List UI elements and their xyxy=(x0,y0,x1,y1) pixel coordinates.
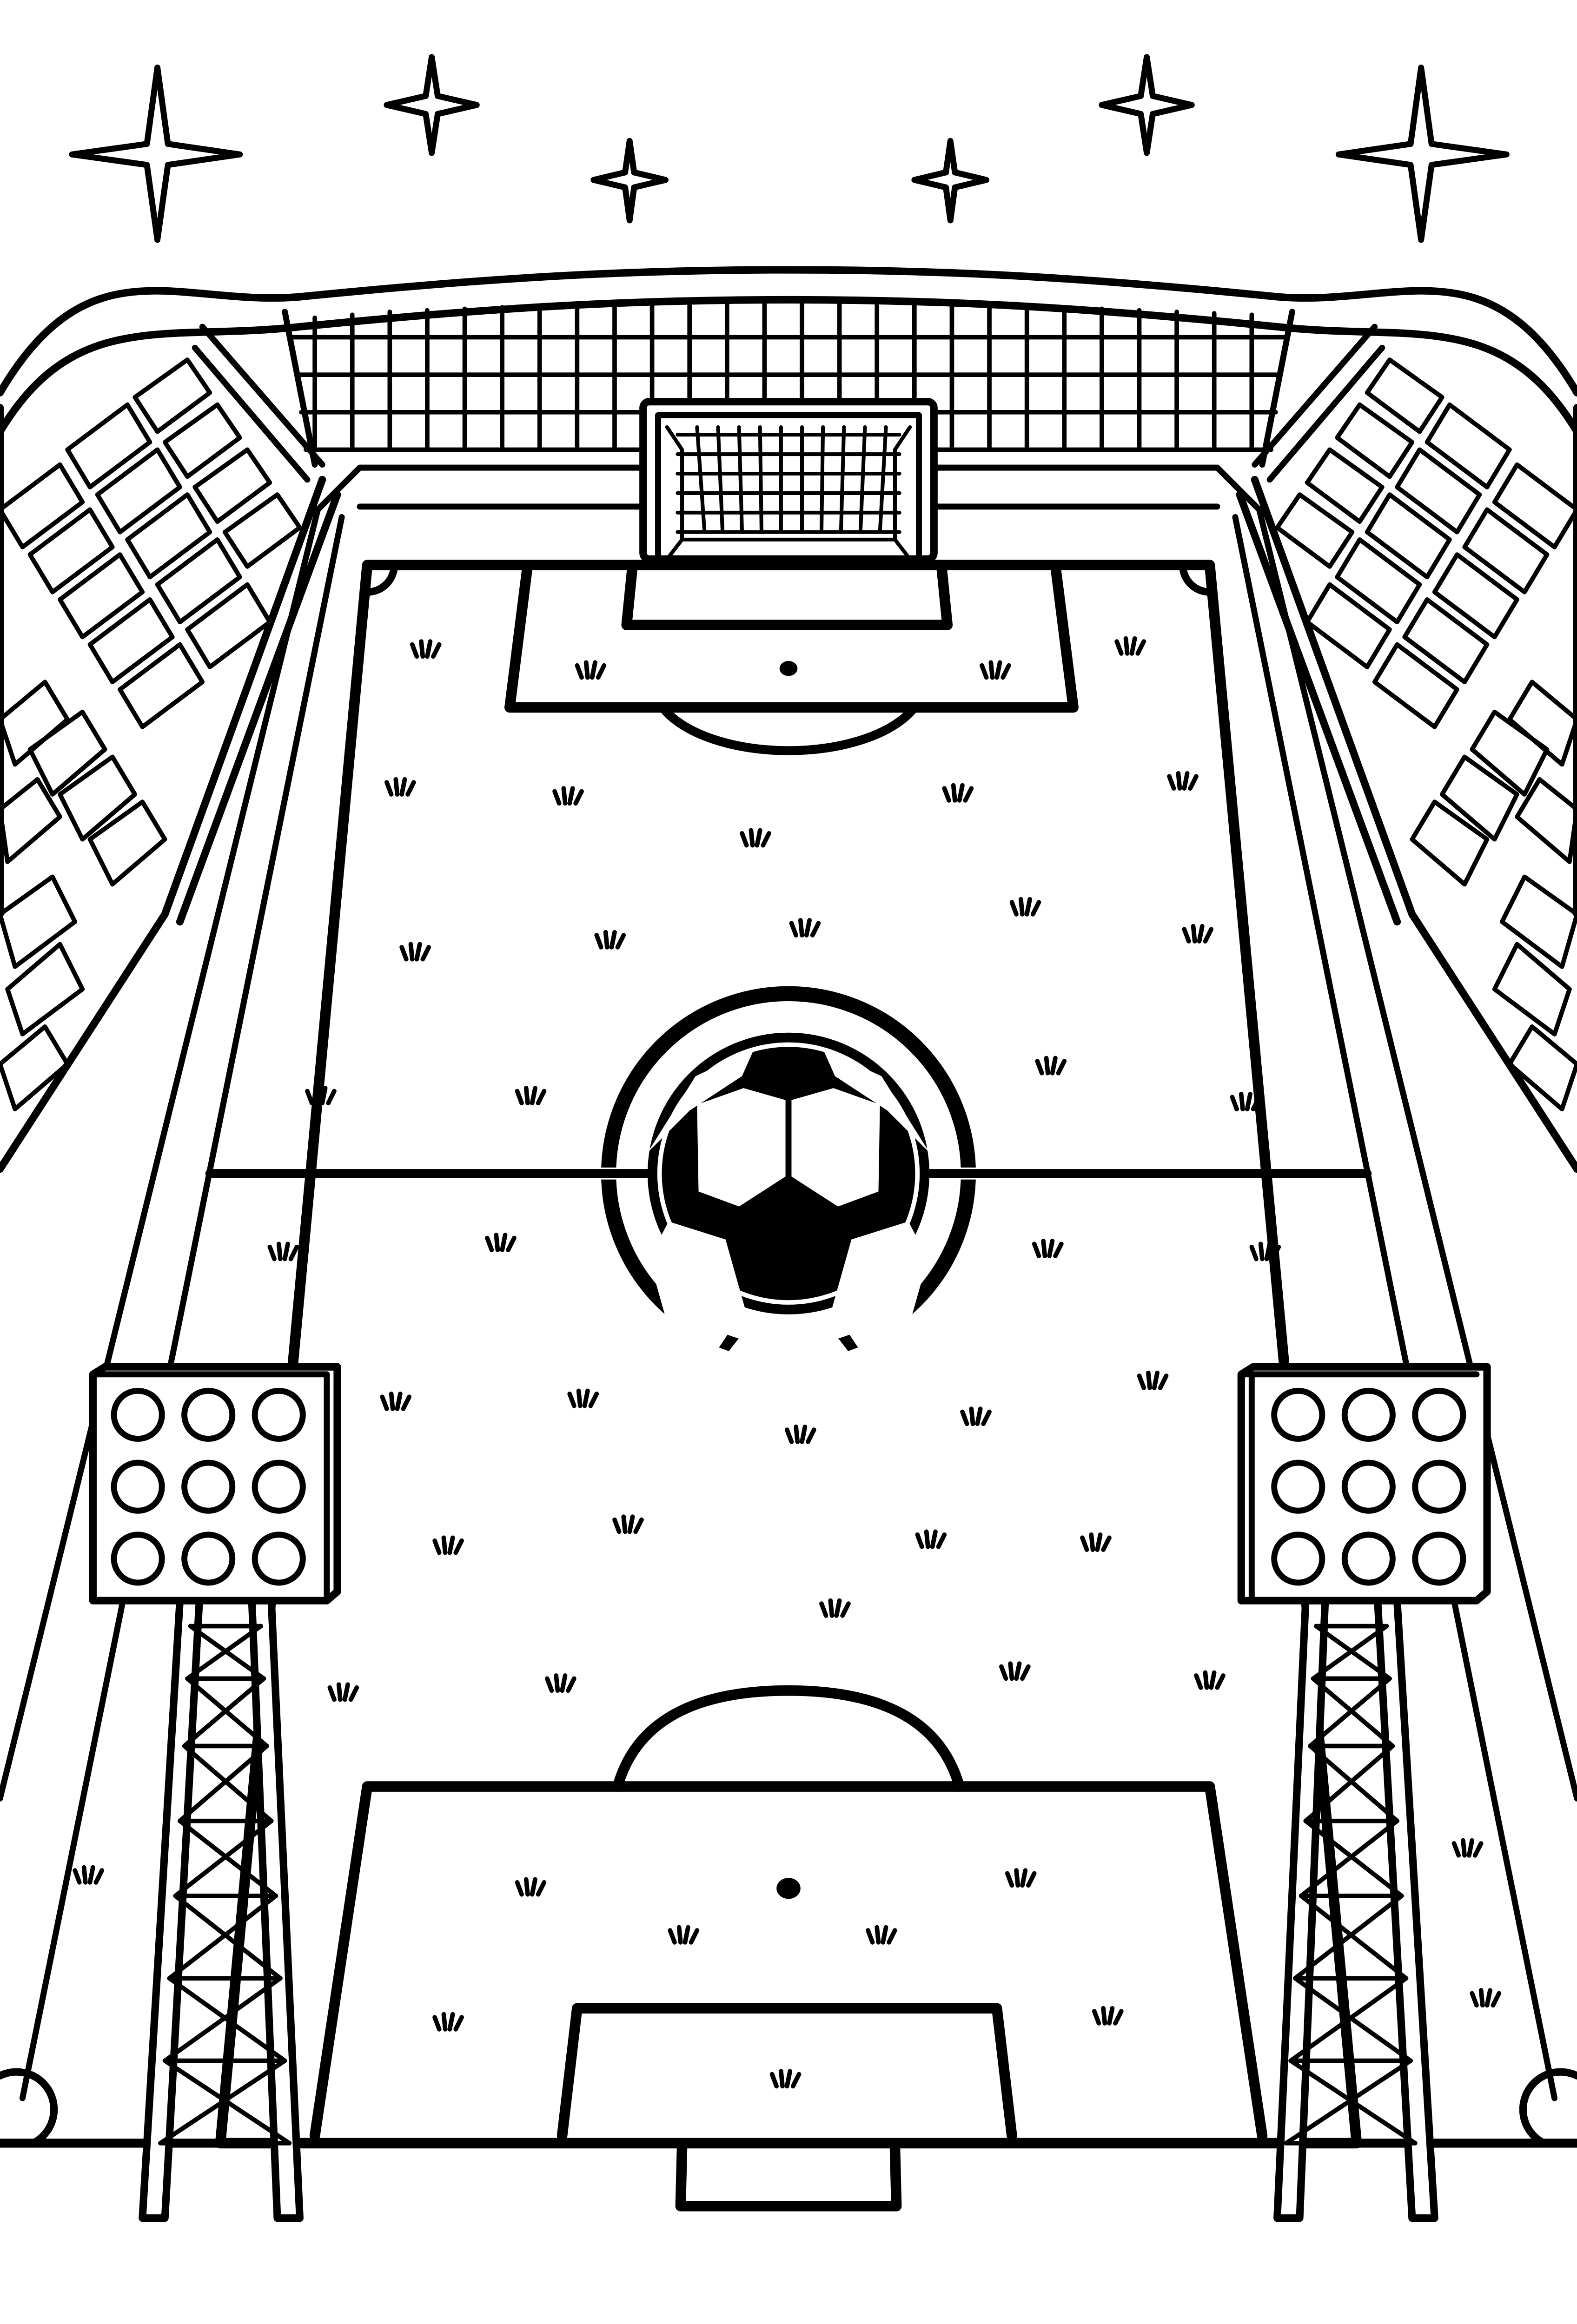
lamp-icon xyxy=(111,1387,165,1442)
lamp-icon xyxy=(252,1459,306,1514)
lamp-icon xyxy=(1412,1387,1466,1442)
grass-tufts xyxy=(73,636,1502,2089)
pitch-barrier xyxy=(0,464,1577,2101)
lamp-icon xyxy=(1412,1532,1466,1586)
lamp-icon xyxy=(111,1459,165,1514)
lamp-icon xyxy=(181,1459,236,1514)
stadium-roof xyxy=(0,266,1577,436)
penalty-arc xyxy=(658,703,919,755)
star-icon xyxy=(1335,64,1510,243)
lamp-icon xyxy=(1341,1459,1396,1514)
lamp-icon xyxy=(1412,1459,1466,1514)
lamp-icon xyxy=(181,1387,236,1442)
left-stand xyxy=(0,324,341,1173)
star-icon xyxy=(384,54,480,156)
star-icon xyxy=(590,138,669,224)
penalty-spot xyxy=(779,661,798,676)
star-icon xyxy=(69,64,243,243)
soccer-ball-icon xyxy=(587,1032,990,1426)
lamp-icon xyxy=(1271,1459,1325,1514)
lamp-icon xyxy=(181,1532,236,1586)
star-icon xyxy=(911,138,990,224)
lamp-icon xyxy=(252,1532,306,1586)
star-icon xyxy=(1099,54,1195,156)
back-stand xyxy=(282,300,1295,468)
stars xyxy=(69,54,1510,243)
lamp-icon xyxy=(1341,1387,1396,1442)
top-penalty-area xyxy=(504,560,1079,755)
right-stand xyxy=(1236,324,1577,1173)
lamp-icon xyxy=(252,1387,306,1442)
penalty-spot xyxy=(776,1878,801,1899)
penalty-arc xyxy=(612,1685,965,1792)
lamp-icon xyxy=(1271,1387,1325,1442)
goal-net xyxy=(639,398,938,563)
floodlight-right xyxy=(1237,1363,1491,2222)
lamp-icon xyxy=(1341,1532,1396,1586)
floodlight-left xyxy=(89,1363,341,2222)
lamp-icon xyxy=(1271,1532,1325,1586)
bottom-penalty-area xyxy=(309,1685,1268,2212)
lamp-icon xyxy=(111,1532,165,1586)
